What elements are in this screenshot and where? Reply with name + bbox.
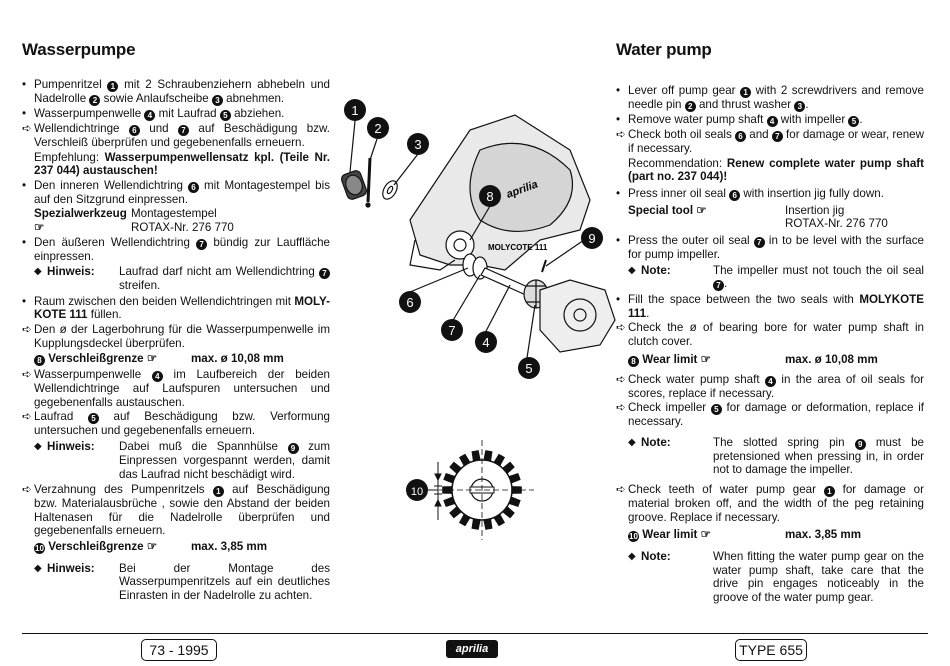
- svg-text:5: 5: [525, 361, 532, 376]
- aprilia-logo: aprilia: [446, 640, 498, 658]
- note-1: ◆Hinweis:Laufrad darf nicht am Wellendic…: [22, 265, 330, 293]
- svg-text:8: 8: [486, 189, 493, 204]
- check-gear: ➪Check teeth of water pump gear 1 for da…: [616, 482, 924, 524]
- svg-text:2: 2: [374, 121, 381, 136]
- svg-text:3: 3: [414, 137, 421, 152]
- spring-pin: [541, 259, 547, 273]
- footer-rule: [22, 633, 928, 634]
- check-shaft: ➪Check water pump shaft 4 in the area of…: [616, 372, 924, 400]
- check-impeller: ➪Laufrad 5 auf Beschädigung bzw. Verform…: [22, 410, 331, 438]
- section-title-german: Wasserpumpe: [22, 40, 136, 59]
- callout-10: 10: [406, 479, 428, 501]
- recommendation: Recommendation: Renew complete water pum…: [628, 156, 924, 184]
- step-fill: •Raum zwischen den beiden Wellendichtrin…: [22, 294, 330, 322]
- step-fill: •Fill the space between the two seals wi…: [616, 293, 924, 320]
- svg-text:7: 7: [448, 323, 455, 338]
- check-gear: ➪Verzahnung des Pumpenritzels 1 auf Besc…: [22, 483, 331, 538]
- step-1: •Lever off pump gear 1 with 2 screwdrive…: [616, 84, 924, 112]
- wear-limit-2: 10 Verschleißgrenze ☞max. 3,85 mm: [34, 539, 268, 554]
- callout-2: 2: [367, 117, 389, 139]
- water-pump-shaft: [480, 267, 531, 296]
- callout-3: 3: [407, 133, 429, 155]
- note-1: ◆Note:The impeller must not touch the oi…: [628, 263, 924, 292]
- wear-limit-1: 8 Verschleißgrenze ☞max. ø 10,08 mm: [22, 352, 330, 367]
- wear-limit-2: 10 Wear limit ☞max. 3,85 mm: [628, 528, 862, 543]
- check-seals: ➪Wellendichtringe 6 und 7 auf Beschädigu…: [22, 122, 330, 149]
- svg-text:9: 9: [588, 231, 595, 246]
- needle-pin: [366, 157, 372, 203]
- step-1: •Pumpenritzel 1 mit 2 Schraubenziehern a…: [22, 78, 330, 106]
- step-press-outer: •Den äußeren Wellendichtring 7 bündig zu…: [22, 235, 330, 263]
- check-bore: ➪Den ø der Lagerbohrung für die Wasserpu…: [22, 322, 330, 350]
- gear-detail: [430, 440, 534, 540]
- step-2: •Remove water pump shaft 4 with impeller…: [616, 113, 863, 127]
- svg-text:6: 6: [406, 295, 413, 310]
- section-title-english: Water pump: [616, 40, 712, 59]
- svg-text:10: 10: [411, 486, 423, 498]
- step-2: •Wasserpumpenwelle 4 mit Laufrad 5 abzie…: [22, 107, 285, 121]
- molykote-label: MOLYCOTE 111: [488, 243, 548, 252]
- water-pump-exploded-diagram: MOLYCOTE 111 aprilia 1 2 3 8 9 6 7 4 5 1…: [340, 99, 616, 540]
- thrust-washer: [382, 180, 398, 200]
- check-impeller: ➪Check impeller 5 for damage or deformat…: [616, 401, 924, 429]
- pump-housing: [539, 279, 616, 353]
- step-press-outer: •Press the outer oil seal 7 in to be lev…: [616, 233, 924, 261]
- page-number: 73 - 1995: [141, 639, 217, 661]
- recommendation: Empfehlung: Wasserpumpenwellensatz kpl. …: [34, 150, 330, 178]
- check-bore: ➪Check the ø of bearing bore for water p…: [616, 321, 924, 348]
- svg-text:4: 4: [482, 335, 489, 350]
- check-seals: ➪Check both oil seals 6 and 7 for damage…: [616, 128, 924, 155]
- note-3: ◆Note:When fitting the water pump gear o…: [628, 550, 924, 604]
- callout-7: 7: [441, 319, 463, 341]
- wear-limit-1: 8 Wear limit ☞max. ø 10,08 mm: [616, 353, 924, 367]
- callout-9: 9: [581, 227, 603, 249]
- pump-gear: [340, 170, 368, 200]
- callout-1: 1: [344, 99, 366, 121]
- step-press-inner: •Press inner oil seal 6 with insertion j…: [616, 186, 884, 201]
- callout-8: 8: [479, 185, 501, 207]
- check-shaft: ➪Wasserpumpenwelle 4 im Laufbereich der …: [22, 368, 331, 409]
- step-press-inner: •Den inneren Wellendichtring 6 mit Monta…: [22, 178, 330, 206]
- type-label: TYPE 655: [735, 639, 807, 661]
- callout-4: 4: [475, 331, 497, 353]
- callout-6: 6: [399, 291, 421, 313]
- note-2: ◆Hinweis:Dabei muß die Spannhülse 9 zum …: [34, 439, 330, 481]
- callout-5: 5: [518, 357, 540, 379]
- note-3: ◆Hinweis:Bei der Montage des Wasserpumpe…: [34, 561, 330, 603]
- note-2: ◆Note:The slotted spring pin 9 must be p…: [628, 435, 924, 477]
- svg-text:1: 1: [351, 103, 358, 118]
